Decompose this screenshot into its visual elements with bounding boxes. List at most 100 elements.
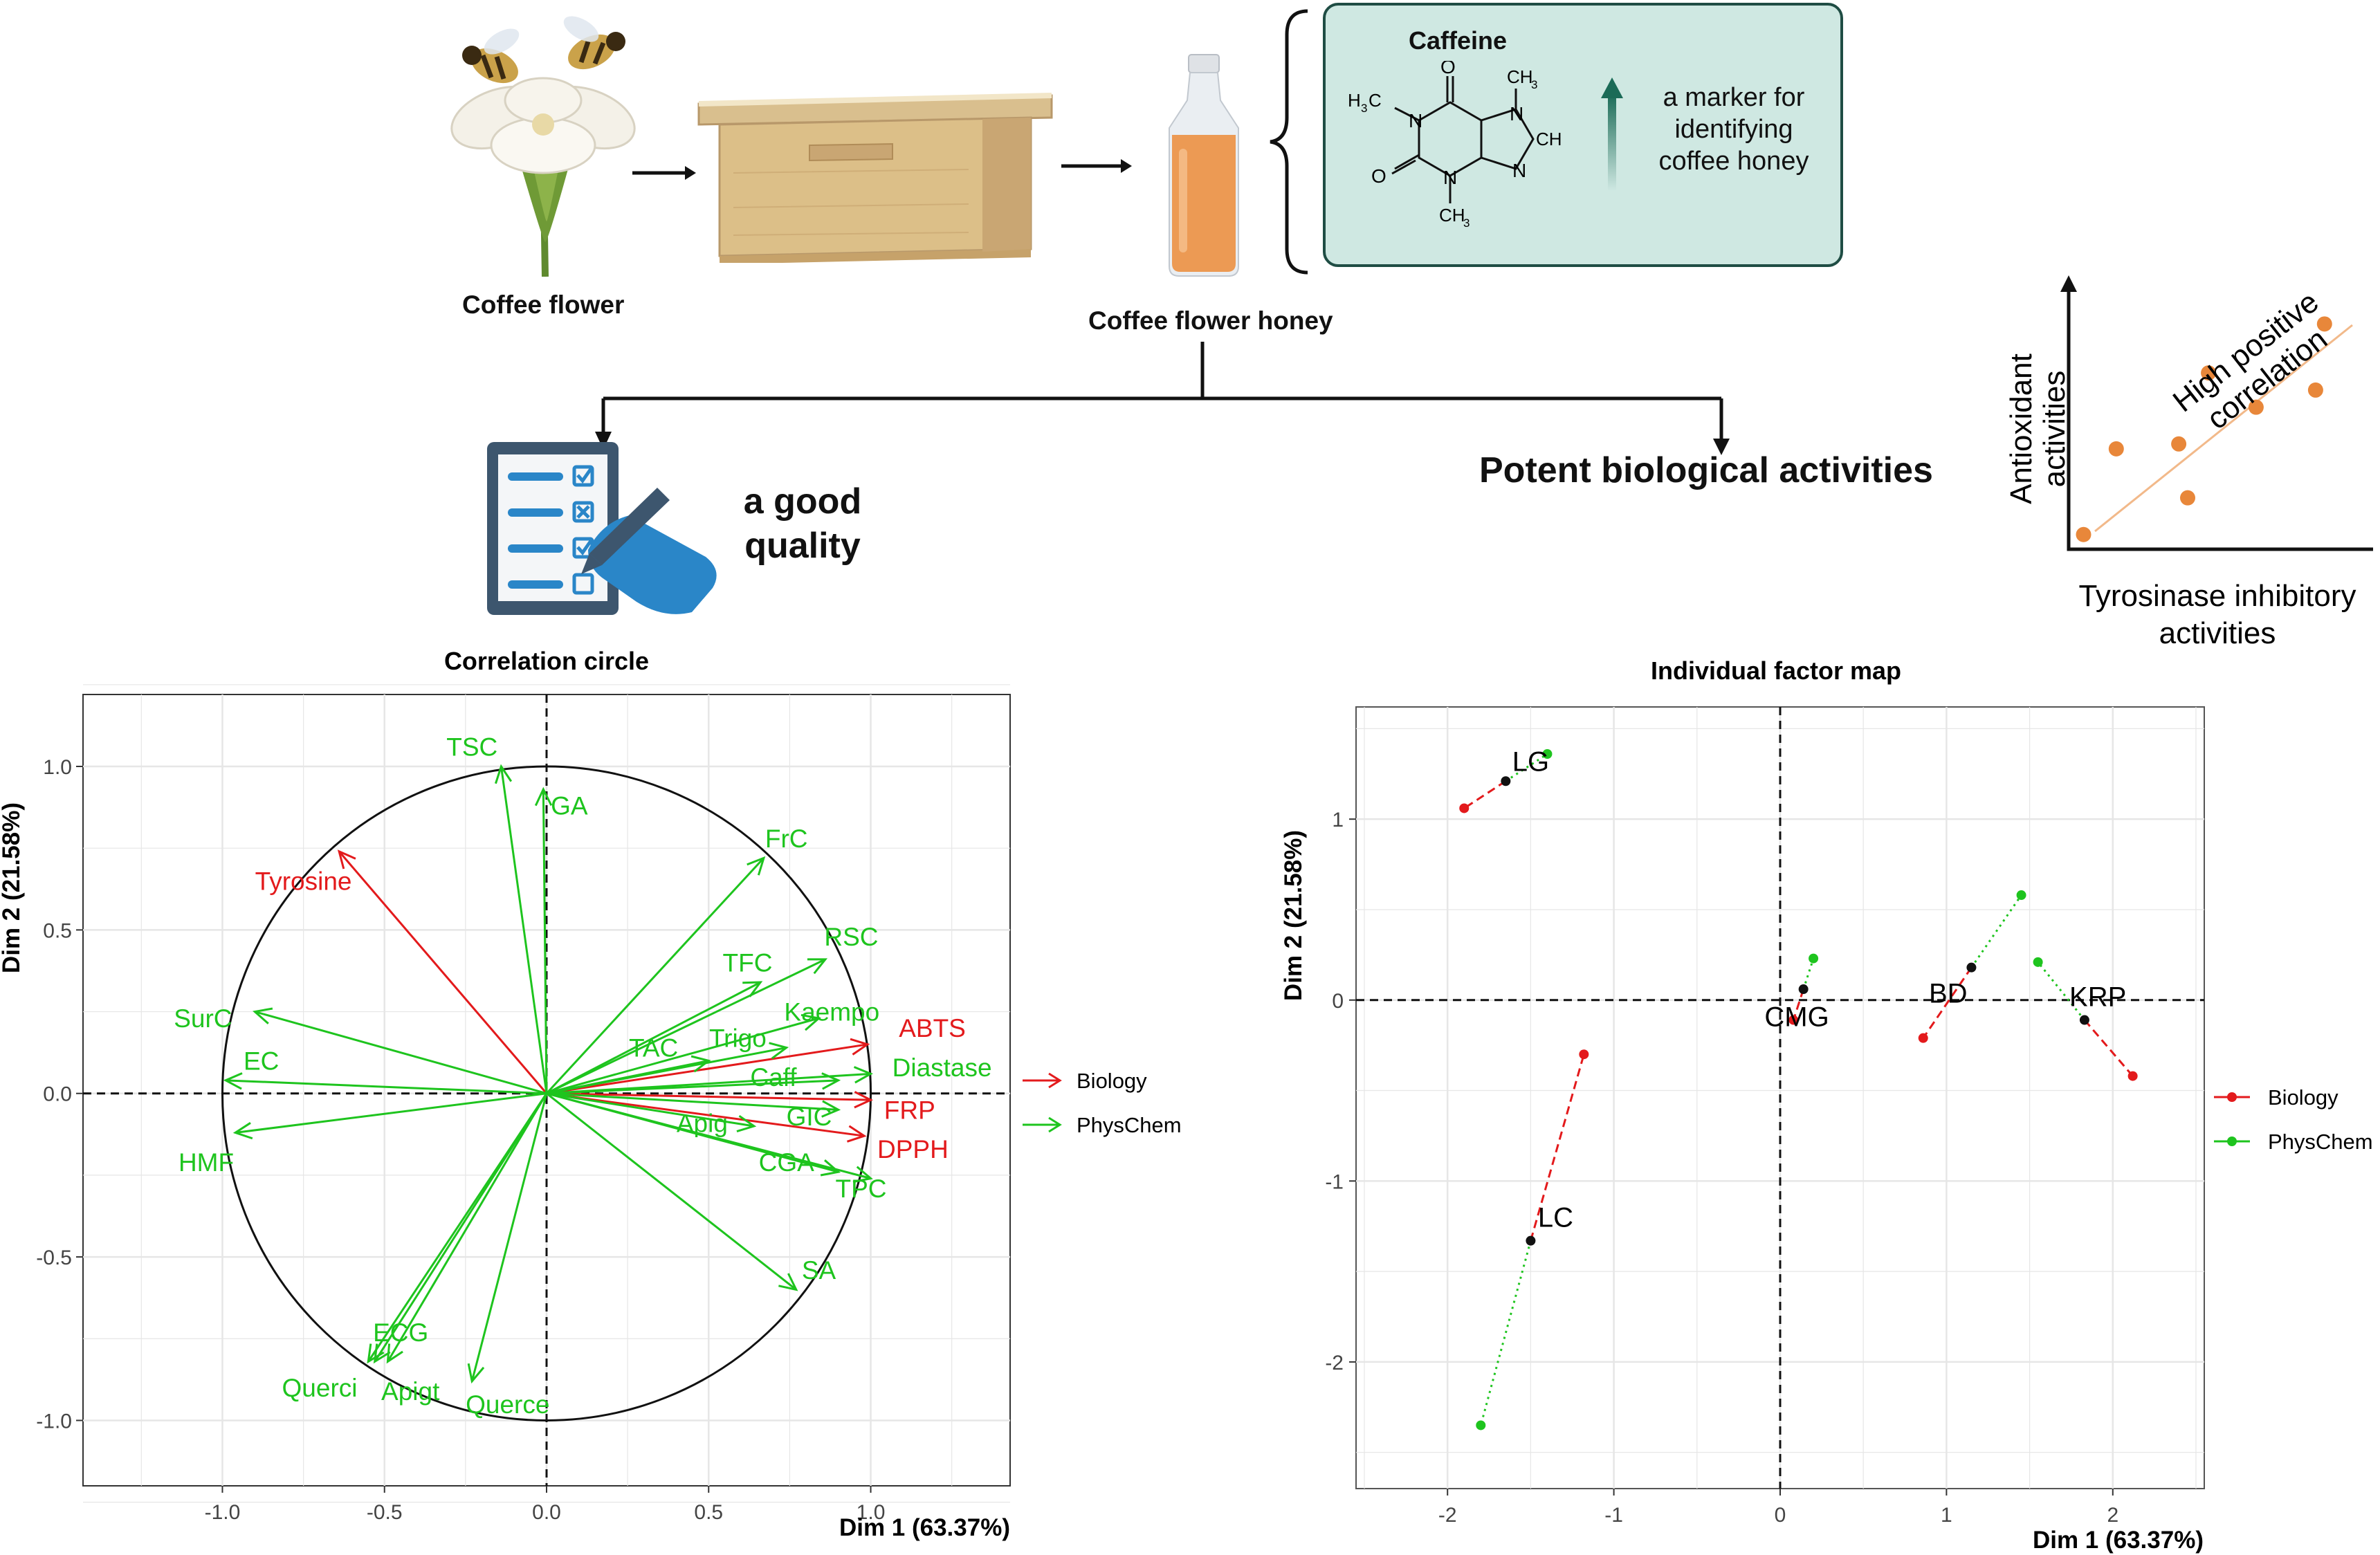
formula-atom: N: [1512, 160, 1526, 181]
biology-point: [2127, 1071, 2138, 1081]
vector-label: ABTS: [899, 1014, 966, 1042]
vector-arrowhead: [854, 1091, 873, 1109]
x-tick-label: 0.5: [694, 1501, 723, 1524]
chart-title: Individual factor map: [1651, 656, 1901, 685]
y-axis-label: Dim 2 (21.58%): [1280, 830, 1307, 1001]
individual-label: CMG: [1764, 1002, 1829, 1032]
y-tick-label: 0.5: [43, 919, 72, 942]
physchem-point: [2016, 890, 2026, 901]
inset-point: [2108, 441, 2124, 457]
vector-label: HMF: [178, 1148, 234, 1177]
inset-point: [2307, 382, 2323, 398]
vector-label: TSC: [446, 733, 497, 762]
inset-point: [2316, 316, 2332, 332]
vector-arrow: [546, 1017, 819, 1095]
potent-activities-label: Potent biological activities: [1479, 450, 1933, 490]
individual-point: [1526, 1235, 1536, 1246]
vector-arrowhead: [253, 1007, 273, 1024]
formula-subscript: 3: [1463, 217, 1470, 230]
vector-arrowhead: [852, 1166, 873, 1184]
formula-atom: N: [1409, 110, 1422, 131]
vector-arrowhead: [846, 1125, 867, 1143]
x-tick-label: -1: [1604, 1504, 1623, 1527]
vector-arrowhead: [386, 1343, 403, 1364]
inset-point: [2171, 436, 2187, 452]
correlation-inset: Antioxidant activities Tyrosinase inhibi…: [2004, 275, 2373, 650]
x-axis-label: Dim 1 (63.37%): [2033, 1527, 2204, 1554]
grid: [1355, 706, 2205, 1489]
inset-point: [2180, 490, 2195, 506]
inset-points: [2076, 316, 2332, 542]
vector-arrowhead: [467, 1363, 485, 1384]
vector-arrowhead: [494, 764, 513, 784]
vector-arrowhead: [807, 958, 828, 975]
biology-point: [1459, 803, 1470, 813]
formula-atom: H: [1348, 90, 1361, 111]
vector-arrowhead: [736, 1114, 757, 1132]
formula-atom: CH: [1439, 205, 1465, 226]
inset-point: [2248, 399, 2264, 415]
vector-arrowhead: [778, 1273, 798, 1291]
x-tick-label: -2: [1438, 1504, 1457, 1527]
formula-atom: CH: [1507, 66, 1533, 87]
legend-label: PhysChem: [2268, 1130, 2373, 1154]
vector-label: RSC: [824, 923, 878, 951]
honey-bottle-illustration: [1169, 54, 1239, 277]
vector-label: Apig: [677, 1109, 728, 1137]
y-tick-label: 0: [1332, 990, 1344, 1013]
y-tick-label: -0.5: [36, 1246, 72, 1269]
physchem-segment: [1479, 1240, 1532, 1426]
vector-label: TPC: [835, 1175, 886, 1203]
beehive-illustration: [697, 93, 1053, 263]
vector-arrow: [546, 1059, 709, 1095]
inset-x-label-line: activities: [2159, 616, 2276, 650]
curly-brace: [1270, 9, 1308, 275]
vector-arrowhead: [821, 1100, 841, 1118]
x-tick-label: -1.0: [205, 1501, 241, 1524]
inset-y-label-line: activities: [2038, 371, 2071, 488]
vector-label: Diastase: [892, 1053, 992, 1082]
bee-icon: [462, 28, 520, 84]
vector-labels: TyrosineABTSFRPDPPHTSCGAFrCRSCTFCKaempoT…: [174, 733, 991, 1419]
bee-icon: [563, 16, 625, 70]
partial-segments: [1463, 753, 2134, 1426]
vector-arrow: [235, 1092, 547, 1134]
vector-arrow: [546, 1092, 839, 1111]
points: [1459, 749, 2138, 1430]
vector-arrow: [546, 981, 761, 1095]
vector-arrow: [545, 857, 765, 1094]
vector-label: TFC: [723, 949, 773, 977]
physchem-point: [2033, 957, 2043, 967]
caffeine-panel: Caffeine O CH 3 H 3 C N N: [1323, 3, 1843, 267]
correlation-circle-chart: Correlation circle TyrosineABTSFRPDPPHTS…: [0, 647, 1182, 1541]
y-tick-label: 1: [1332, 809, 1344, 831]
vector-arrowhead: [820, 1159, 841, 1177]
vector-arrow: [226, 1079, 547, 1095]
legend-key-point: [2227, 1137, 2237, 1146]
physchem-point: [1809, 953, 1819, 964]
legend-key-arrowhead: [1048, 1116, 1062, 1133]
x-tick-label: 1: [1941, 1504, 1952, 1527]
formula-atom: O: [1371, 165, 1386, 187]
vector-label: FRP: [884, 1096, 935, 1124]
grid: [82, 684, 1011, 1503]
formula-atom: CH: [1536, 129, 1562, 149]
vector-label: TAC: [629, 1034, 678, 1062]
vector-arrow: [546, 1092, 871, 1101]
vector-label: SurC: [174, 1004, 232, 1033]
vector-label: EC: [244, 1047, 279, 1075]
arrow-right-icon: [632, 166, 696, 180]
caffeine-marker-text: a marker for identifying coffee honey: [1641, 82, 1827, 177]
vector-arrow: [546, 1092, 871, 1180]
biology-segment: [1792, 988, 1805, 1020]
vectors: [223, 764, 873, 1384]
individual-label: KRP: [2069, 982, 2126, 1013]
good-quality-label: a good quality: [733, 479, 872, 568]
x-tick-label: 1.0: [857, 1501, 886, 1524]
vector-arrowhead: [337, 849, 356, 869]
